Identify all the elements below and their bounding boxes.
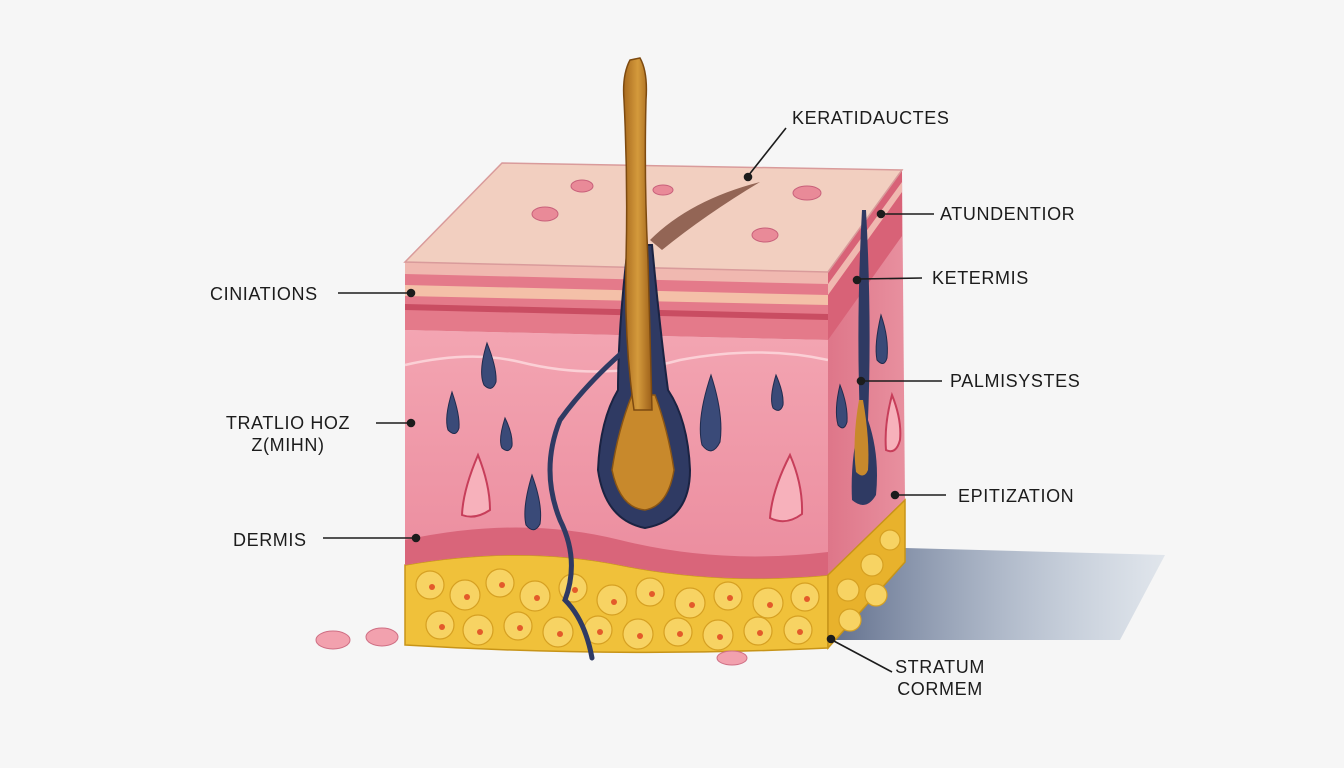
label-tratlio-line-2: Z(MIHN) — [251, 435, 325, 455]
sweat-droplets — [446, 313, 888, 531]
stratum-band-2 — [405, 285, 828, 305]
label-atundentior: ATUNDENTIOR — [940, 204, 1076, 224]
dermis-wave-line — [404, 351, 829, 373]
label-stratum-cormem: STRATUM CORMEM — [880, 656, 1000, 700]
label-keratidauctes: KERATIDAUCTES — [792, 108, 950, 128]
dermis-boundary-band — [405, 527, 828, 579]
fat-cell-nuclei — [429, 582, 810, 640]
wavy-nerve — [547, 347, 628, 661]
top-surface-bumps — [531, 179, 822, 243]
label-stratum-line-1: STRATUM — [895, 657, 985, 677]
cast-shadow — [835, 548, 1165, 640]
stratum-band-3 — [405, 304, 828, 320]
label-ketermis: KETERMIS — [932, 268, 1029, 288]
hair-shaft — [622, 57, 653, 411]
label-tratlio: TRATLIO HOZ Z(MIHN) — [218, 412, 358, 456]
label-epitization: EPITIZATION — [958, 486, 1075, 506]
label-dermis: DERMIS — [233, 530, 307, 550]
label-stratum-line-2: CORMEM — [897, 679, 983, 699]
side-hair-root — [854, 400, 869, 476]
leader-lines — [323, 127, 946, 673]
sebaceous-glands — [460, 391, 902, 523]
stratum-band-1 — [405, 262, 828, 284]
label-palmisystes: PALMISYSTES — [950, 371, 1081, 391]
hair-bulb — [611, 394, 675, 511]
block-top-face — [403, 162, 904, 273]
top-dark-streak — [650, 182, 760, 250]
label-tratlio-line-1: TRATLIO HOZ — [225, 413, 351, 433]
loose-cells — [315, 627, 748, 666]
label-ciniations: CINIATIONS — [210, 284, 318, 304]
